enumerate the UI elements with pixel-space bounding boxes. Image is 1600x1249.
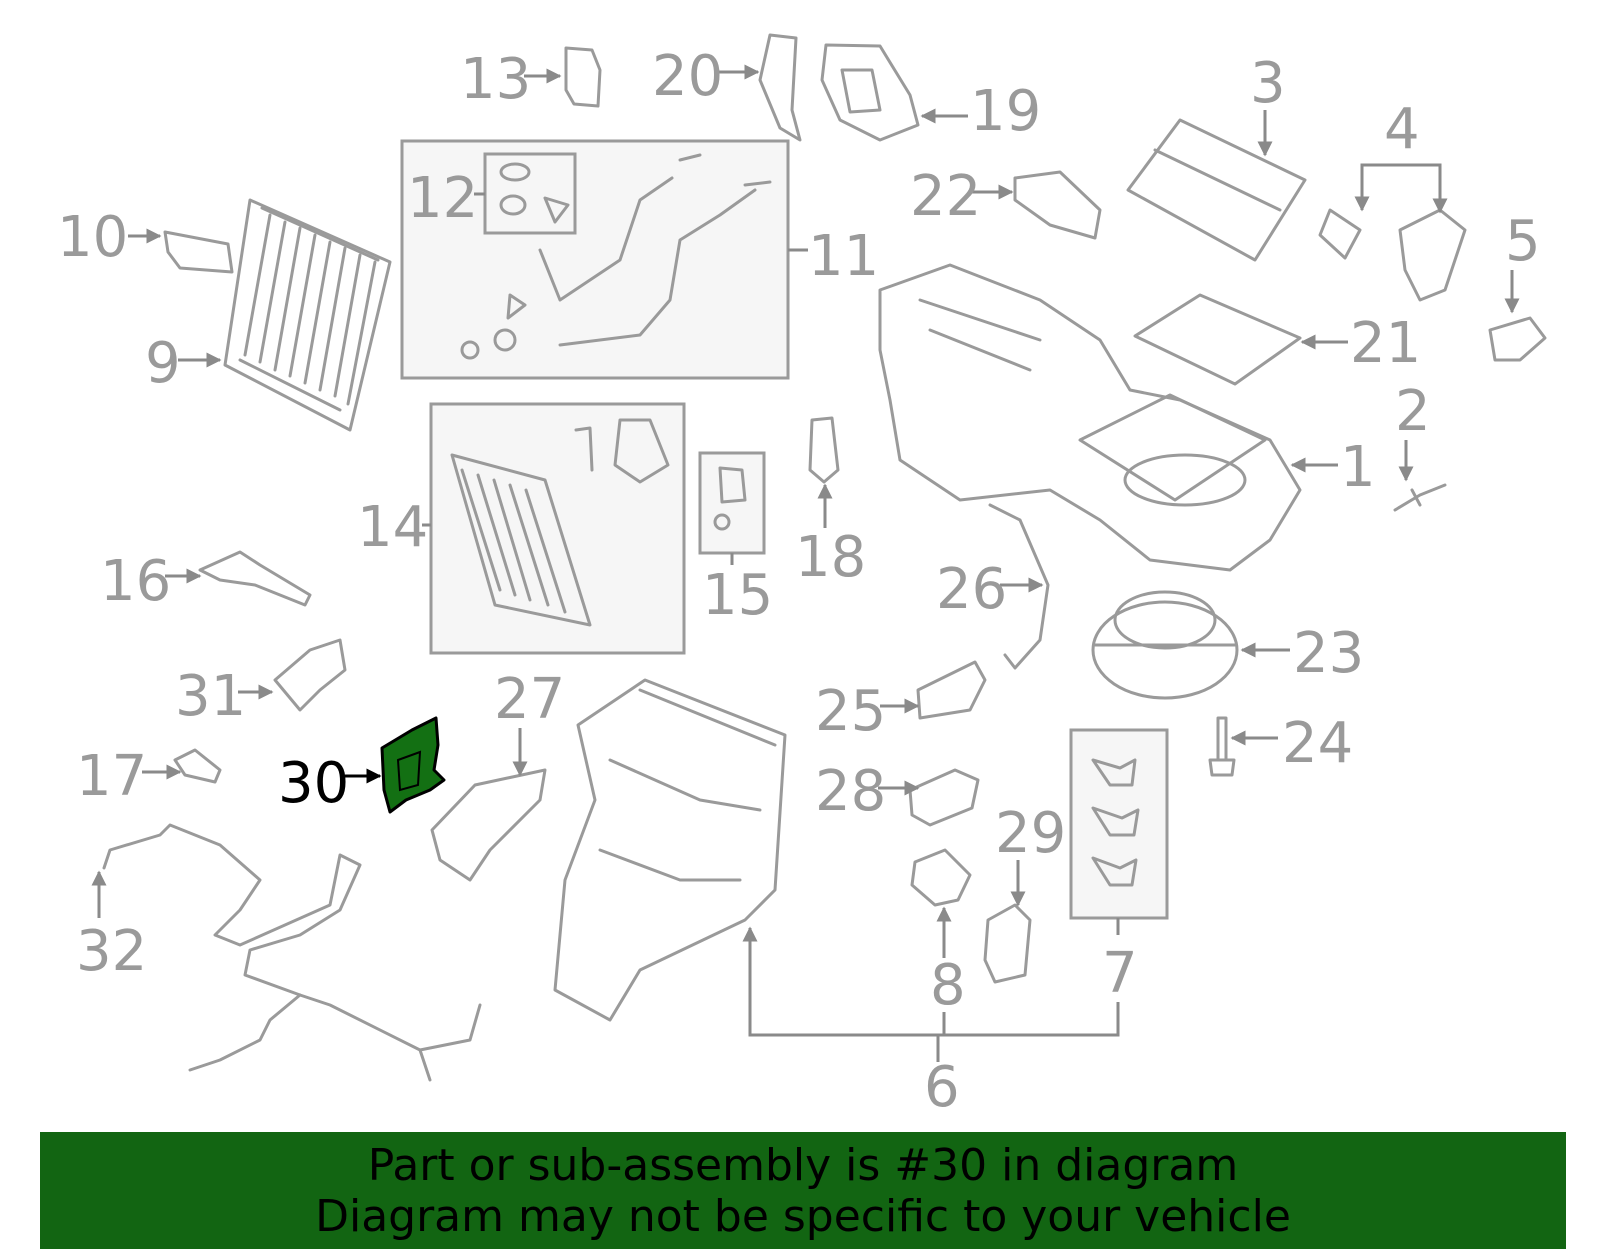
- callout-20: 20: [652, 44, 723, 109]
- callout-9: 9: [145, 331, 181, 396]
- callout-1: 1: [1340, 435, 1376, 500]
- part-17-clip: [173, 748, 222, 784]
- callout-4: 4: [1384, 97, 1420, 162]
- part-30-highlighted: [380, 716, 446, 814]
- callout-15: 15: [702, 563, 773, 628]
- box-11: [400, 139, 790, 380]
- part-16-sensor: [198, 550, 312, 607]
- callout-6: 6: [924, 1055, 960, 1120]
- part-27-cover: [430, 768, 547, 882]
- callout-27: 27: [494, 667, 565, 732]
- callout-labels: 1 2 3 4 5 6 7 8 9 10 11 12 13 14 15 16 1…: [57, 44, 1541, 1120]
- part-3-duct: [1126, 118, 1307, 262]
- callout-18: 18: [795, 525, 866, 590]
- parts-diagram: 1 2 3 4 5 6 7 8 9 10 11 12 13 14 15 16 1…: [57, 33, 1547, 1120]
- callout-19: 19: [970, 79, 1041, 144]
- part-18-sensor: [808, 416, 840, 484]
- part-13-connector: [564, 46, 602, 108]
- box-12: [483, 152, 577, 235]
- callout-3: 3: [1250, 51, 1286, 116]
- part-20-seal: [758, 33, 802, 142]
- part-12-seals: [499, 162, 570, 224]
- callout-28: 28: [815, 759, 886, 824]
- part-19-gasket: [820, 43, 920, 142]
- banner-line-2: Diagram may not be specific to your vehi…: [315, 1191, 1291, 1242]
- callout-31: 31: [175, 664, 246, 729]
- part-7-fasteners: [1091, 758, 1140, 887]
- part-24-screw: [1208, 716, 1236, 777]
- part-11-hoses: [460, 153, 772, 360]
- callout-13: 13: [460, 47, 531, 112]
- callout-16: 16: [100, 549, 171, 614]
- box-7: [1069, 728, 1169, 920]
- part-6-case: [553, 678, 787, 1022]
- part-28-bracket: [908, 768, 980, 827]
- callout-25: 25: [815, 679, 886, 744]
- part-14-evaporator: [450, 418, 670, 627]
- part-5-actuator: [1488, 316, 1547, 362]
- callout-14: 14: [357, 495, 428, 560]
- callout-11: 11: [808, 224, 879, 289]
- callout-8: 8: [930, 953, 966, 1018]
- part-32-wiring-harness: [102, 823, 482, 1082]
- callout-32: 32: [76, 919, 147, 984]
- info-banner: Part or sub-assembly is #30 in diagram D…: [40, 1132, 1566, 1249]
- leader-lines: [91, 64, 1520, 1062]
- callout-7: 7: [1102, 941, 1138, 1006]
- callout-29: 29: [995, 801, 1066, 866]
- part-9-heater-core: [223, 198, 392, 432]
- callout-21: 21: [1350, 311, 1421, 376]
- part-26-drain-tube: [988, 503, 1050, 670]
- callout-26: 26: [936, 557, 1007, 622]
- part-31-bracket: [273, 638, 347, 712]
- callout-17: 17: [76, 744, 147, 809]
- part-21-filter: [1133, 293, 1302, 386]
- part-2-fastener: [1393, 483, 1447, 512]
- callout-24: 24: [1282, 711, 1353, 776]
- part-22-gasket: [1013, 170, 1102, 240]
- callout-10: 10: [57, 205, 128, 270]
- callout-2: 2: [1395, 379, 1431, 444]
- part-4-actuators: [1318, 208, 1467, 302]
- callout-12: 12: [407, 166, 478, 231]
- part-10-clip: [163, 230, 234, 274]
- banner-line-1: Part or sub-assembly is #30 in diagram: [367, 1140, 1239, 1191]
- part-1-housing: [878, 263, 1302, 572]
- callout-23: 23: [1293, 621, 1364, 686]
- part-15-bracket: [713, 466, 747, 531]
- callout-30-highlighted: 30: [278, 751, 349, 816]
- box-14: [429, 402, 686, 655]
- part-29-actuator: [983, 903, 1032, 984]
- part-8-bracket: [910, 848, 972, 907]
- part-23-blower-motor: [1091, 590, 1239, 700]
- part-25-cover: [916, 660, 987, 720]
- callout-22: 22: [910, 164, 981, 229]
- callout-5: 5: [1505, 209, 1541, 274]
